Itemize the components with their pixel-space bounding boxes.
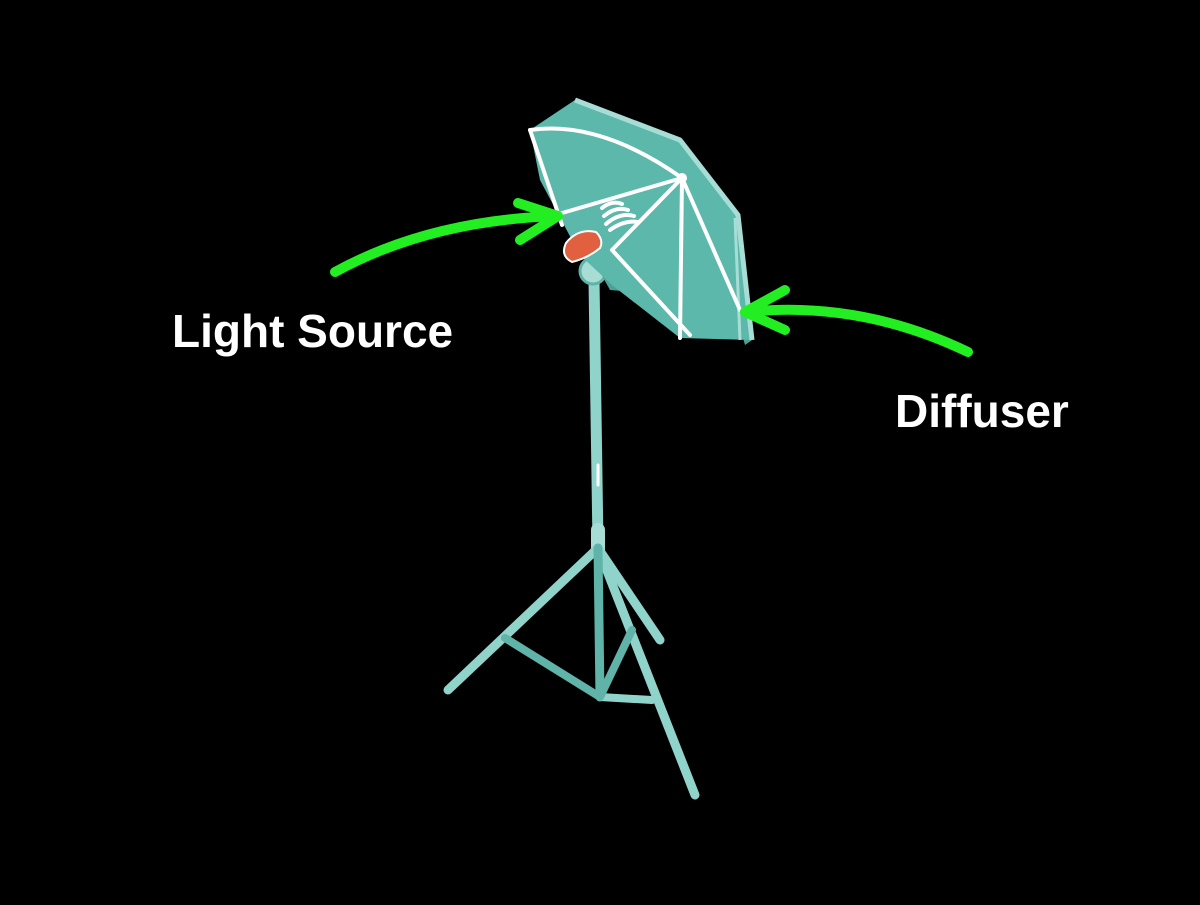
tripod-stand-icon bbox=[443, 256, 700, 800]
diffuser-label: Diffuser bbox=[895, 385, 1069, 437]
arrow-icon bbox=[330, 198, 973, 357]
bulb-icon bbox=[563, 200, 640, 264]
light-source-label: Light Source bbox=[172, 305, 454, 357]
umbrella-icon bbox=[528, 97, 755, 345]
